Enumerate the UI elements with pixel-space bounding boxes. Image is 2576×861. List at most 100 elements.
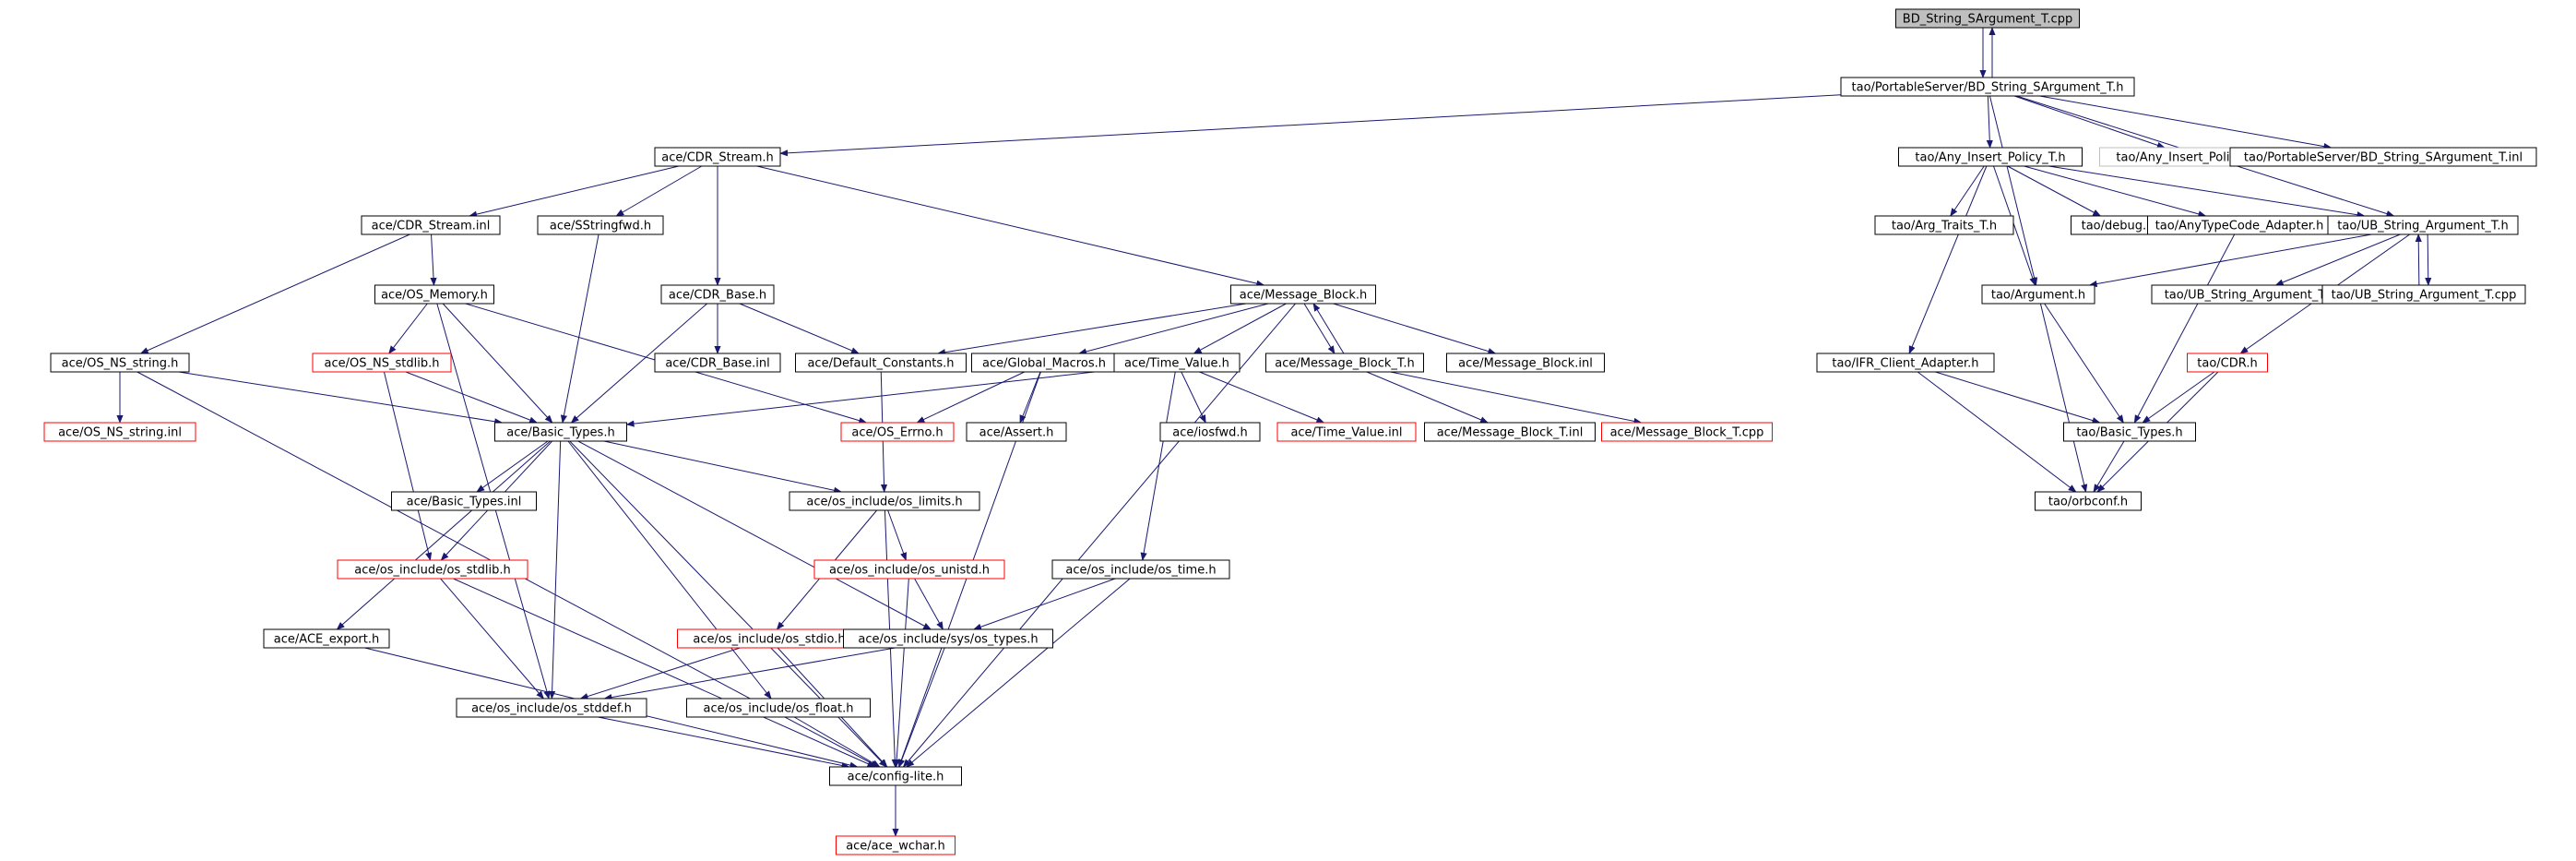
edge-os_time_h-to-sys_os_types_h <box>973 578 1116 630</box>
node-tao-basic-types-h[interactable]: tao/Basic_Types.h <box>2063 422 2196 442</box>
edge-time_value_h-to-basic_types_h <box>625 369 1115 427</box>
node-default-constants-h[interactable]: ace/Default_Constants.h <box>795 353 967 373</box>
node-ub-arg-cpp[interactable]: tao/UB_String_Argument_T.cpp <box>2321 284 2526 305</box>
node-label: ace/os_include/os_time.h <box>1065 564 1216 578</box>
node-os-time-h[interactable]: ace/os_include/os_time.h <box>1051 559 1230 580</box>
node-box <box>1601 422 1773 442</box>
node-os-ns-string-inl[interactable]: ace/OS_NS_string.inl <box>43 422 196 442</box>
node-box <box>456 698 647 718</box>
node-box <box>1895 8 2080 29</box>
node-message-block-t-inl[interactable]: ace/Message_Block_T.inl <box>1424 422 1596 442</box>
edge-sys_os_types_h-to-config_lite_h <box>898 647 945 768</box>
node-assert-h[interactable]: ace/Assert.h <box>966 422 1067 442</box>
node-cdr-stream-h[interactable]: ace/CDR_Stream.h <box>654 147 781 167</box>
node-os-float-h[interactable]: ace/os_include/os_float.h <box>686 698 871 718</box>
node-sstringfwd-h[interactable]: ace/SStringfwd.h <box>537 215 664 235</box>
node-os-unistd-h[interactable]: ace/os_include/os_unistd.h <box>813 559 1005 580</box>
edge-argument_h-to-orbconf_h <box>2039 303 2088 493</box>
edge-os_unistd_h-to-sys_os_types_h <box>914 578 944 630</box>
edge-argument_h-to-tao_basic_types_h <box>2044 303 2124 424</box>
node-label: ace/os_include/sys/os_types.h <box>858 633 1038 647</box>
edge-cdr_base_h-to-basic_types_h <box>570 303 707 424</box>
node-message-block-h[interactable]: ace/Message_Block.h <box>1230 284 1376 305</box>
node-label: tao/AnyTypeCode_Adapter.h <box>2155 220 2324 233</box>
node-cdr-base-h[interactable]: ace/CDR_Base.h <box>660 284 775 305</box>
node-box <box>374 284 494 305</box>
node-ifr-client-adapter-h[interactable]: tao/IFR_Client_Adapter.h <box>1816 353 1995 373</box>
edge-time_value_h-to-time_value_inl <box>1199 371 1325 424</box>
node-cdr-stream-inl[interactable]: ace/CDR_Stream.inl <box>361 215 501 235</box>
node-label: ace/iosfwd.h <box>1172 426 1247 440</box>
node-anytc-adapter-h[interactable]: tao/AnyTypeCode_Adapter.h <box>2147 215 2332 235</box>
edge-cdr_base_h-to-default_constants_h <box>739 303 860 354</box>
node-orbconf-h[interactable]: tao/orbconf.h <box>2035 491 2142 511</box>
node-os-memory-h[interactable]: ace/OS_Memory.h <box>374 284 494 305</box>
edge-cdr_stream_inl-to-os_ns_string_h <box>139 233 410 354</box>
node-box <box>836 835 956 855</box>
edge-os_memory_h-to-os_ns_stdlib_h <box>388 303 428 354</box>
node-box <box>263 628 390 649</box>
node-basic-types-inl[interactable]: ace/Basic_Types.inl <box>391 491 537 511</box>
node-tao-bd-inl[interactable]: tao/PortableServer/BD_String_SArgument_T… <box>2229 147 2537 167</box>
node-ub-arg-inl[interactable]: tao/UB_String_Argument_T.inl <box>2151 284 2356 305</box>
node-label: ace/OS_NS_stdlib.h <box>325 357 440 371</box>
node-debug-h[interactable]: tao/debug.h <box>2071 215 2165 235</box>
node-time-value-h[interactable]: ace/Time_Value.h <box>1113 353 1241 373</box>
node-cdr-base-inl[interactable]: ace/CDR_Base.inl <box>654 353 781 373</box>
edge-os_unistd_h-to-config_lite_h <box>893 578 909 768</box>
edge-cdr_stream_h-to-message_block_h <box>756 165 1265 287</box>
edge-basic_types_h-to-os_limits_h <box>603 440 843 494</box>
node-os-stdio-h[interactable]: ace/os_include/os_stdio.h <box>677 628 861 649</box>
node-tao-bd-h[interactable]: tao/PortableServer/BD_String_SArgument_T… <box>1840 77 2135 97</box>
node-ace-export-h[interactable]: ace/ACE_export.h <box>263 628 390 649</box>
node-box <box>537 215 664 235</box>
node-tao-cdr-h[interactable]: tao/CDR.h <box>2187 353 2268 373</box>
node-box <box>1265 353 1424 373</box>
node-box <box>1898 147 2083 167</box>
node-config-lite-h[interactable]: ace/config-lite.h <box>829 766 962 786</box>
node-arg-traits-h[interactable]: tao/Arg_Traits_T.h <box>1874 215 2014 235</box>
edge-sstringfwd_h-to-basic_types_h <box>560 233 599 424</box>
node-sys-os-types-h[interactable]: ace/os_include/sys/os_types.h <box>843 628 1053 649</box>
node-root[interactable]: BD_String_SArgument_T.cpp <box>1895 8 2080 29</box>
edge-message_block_t_h-to-message_block_t_cpp <box>1390 371 1643 425</box>
node-time-value-inl[interactable]: ace/Time_Value.inl <box>1276 422 1417 442</box>
node-os-errno-h[interactable]: ace/OS_Errno.h <box>840 422 955 442</box>
node-label: tao/debug.h <box>2082 220 2155 233</box>
node-label: ace/OS_Errno.h <box>851 426 943 440</box>
node-os-ns-string-h[interactable]: ace/OS_NS_string.h <box>50 353 190 373</box>
edge-tao_bd_h-to-cdr_stream_h <box>779 94 1842 157</box>
node-message-block-t-h[interactable]: ace/Message_Block_T.h <box>1265 353 1424 373</box>
node-message-block-inl[interactable]: ace/Message_Block.inl <box>1446 353 1605 373</box>
node-os-stdlib-h[interactable]: ace/os_include/os_stdlib.h <box>337 559 528 580</box>
node-label: tao/orbconf.h <box>2048 496 2128 509</box>
node-global-macros-h[interactable]: ace/Global_Macros.h <box>971 353 1117 373</box>
node-os-limits-h[interactable]: ace/os_include/os_limits.h <box>789 491 980 511</box>
node-ace-wchar-h[interactable]: ace/ace_wchar.h <box>836 835 956 855</box>
node-message-block-t-cpp[interactable]: ace/Message_Block_T.cpp <box>1601 422 1773 442</box>
edge-message_block_h-to-time_value_h <box>1193 303 1287 354</box>
node-argument-h[interactable]: tao/Argument.h <box>1981 284 2095 305</box>
node-basic-types-h[interactable]: ace/Basic_Types.h <box>494 422 627 442</box>
edge-os_stddef_h-to-config_lite_h <box>598 716 850 769</box>
node-label: ace/ACE_export.h <box>274 633 379 647</box>
node-os-ns-stdlib-h[interactable]: ace/OS_NS_stdlib.h <box>312 353 452 373</box>
node-any-insert-h[interactable]: tao/Any_Insert_Policy_T.h <box>1898 147 2083 167</box>
node-label: ace/Basic_Types.h <box>506 426 614 440</box>
node-label: tao/PortableServer/BD_String_SArgument_T… <box>1852 81 2124 95</box>
node-label: ace/ace_wchar.h <box>846 840 945 854</box>
edge-os_float_h-to-config_lite_h <box>793 716 881 768</box>
node-label: ace/os_include/os_stdio.h <box>693 633 845 647</box>
node-box <box>1159 422 1261 442</box>
edge-basic_types_h-to-os_float_h <box>567 440 772 700</box>
edge-anytc_adapter_h-to-tao_basic_types_h <box>2133 233 2236 424</box>
node-box <box>361 215 501 235</box>
node-box <box>686 698 871 718</box>
node-iosfwd-h[interactable]: ace/iosfwd.h <box>1159 422 1261 442</box>
node-label: ace/Assert.h <box>979 426 1054 440</box>
node-os-stddef-h[interactable]: ace/os_include/os_stddef.h <box>456 698 647 718</box>
edge-cdr_stream_h-to-sstringfwd_h <box>615 165 703 217</box>
node-label: ace/OS_NS_string.h <box>62 357 179 371</box>
node-box <box>2327 215 2519 235</box>
node-ub-arg-h[interactable]: tao/UB_String_Argument_T.h <box>2327 215 2519 235</box>
